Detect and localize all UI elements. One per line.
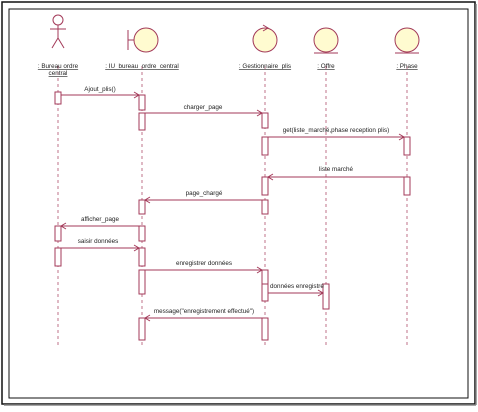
- activation-bar: [261, 283, 269, 302]
- message-label: charger_page: [184, 104, 223, 111]
- arrowhead-icon: [267, 173, 274, 181]
- participant-label: : Phase: [396, 63, 418, 70]
- activation-bar: [261, 199, 269, 215]
- control-participant: [252, 24, 278, 53]
- message-label: enregistrer données: [176, 260, 232, 267]
- arrowhead-icon: [133, 244, 140, 252]
- activation-bar: [138, 199, 146, 215]
- arrowhead-icon: [317, 289, 324, 297]
- participant-label: : Bureau ordre: [38, 63, 79, 70]
- actor-leg: [51, 37, 59, 49]
- message: afficher_page: [60, 216, 139, 230]
- arrowhead-icon: [256, 266, 263, 274]
- message-label: liste marché: [319, 166, 353, 173]
- entity-participant: [313, 27, 339, 54]
- arrowhead-icon: [398, 133, 405, 141]
- participant-label: central: [49, 70, 68, 77]
- message: enregistrer données: [145, 260, 263, 274]
- page-border: [1, 1, 477, 406]
- control-arrow-icon: [262, 24, 269, 32]
- lifelines: [57, 66, 408, 348]
- activation-bar: [138, 225, 146, 242]
- message: données enregistré: [268, 283, 324, 297]
- activation-bar: [261, 112, 269, 129]
- arrowhead-icon: [144, 314, 151, 322]
- activation-bar: [138, 94, 146, 111]
- activation-bar: [403, 176, 411, 196]
- participant-label: : IU_bureau_ordre_central: [105, 63, 179, 70]
- actor-participant: [50, 14, 66, 49]
- message-label: données enregistré: [270, 283, 324, 290]
- activation-bar: [54, 91, 62, 105]
- actor-head: [52, 14, 64, 26]
- message: message("enregistrement effectué"): [144, 308, 262, 322]
- entity-participant: [394, 27, 420, 54]
- message: Ajout_plis(): [61, 86, 140, 99]
- activation-bar: [403, 136, 411, 156]
- activation-bar: [138, 317, 146, 341]
- arrowhead-icon: [60, 222, 67, 230]
- activation-bar: [261, 176, 269, 196]
- message-label: Ajout_plis(): [84, 86, 116, 93]
- message: liste marché: [267, 166, 404, 181]
- participant-label: : Offre: [317, 63, 335, 70]
- message: charger_page: [145, 104, 263, 117]
- arrowhead-icon: [133, 91, 140, 99]
- activation-bar: [54, 225, 62, 242]
- activation-bars: [54, 91, 411, 341]
- message: get(liste_marché,phase reception plis): [268, 127, 405, 141]
- activation-bar: [138, 269, 146, 295]
- control-icon: [252, 27, 278, 53]
- message-label: get(liste_marché,phase reception plis): [283, 127, 389, 134]
- boundary-icon: [133, 27, 159, 53]
- message-label: afficher_page: [81, 216, 120, 223]
- message-label: message("enregistrement effectué"): [154, 308, 254, 315]
- activation-bar: [322, 283, 330, 310]
- messages: Ajout_plis() charger_page get(liste_marché…: [60, 86, 405, 322]
- message-label: page_chargé: [186, 190, 223, 197]
- activation-bar: [54, 247, 62, 267]
- participant-label: : Gestionnaire_plis: [239, 63, 291, 70]
- entity-icon: [394, 27, 420, 53]
- message: page_chargé: [144, 190, 262, 204]
- arrowhead-icon: [144, 196, 151, 204]
- activation-bar: [261, 317, 269, 341]
- message: saisir données: [61, 238, 140, 252]
- message-label: saisir données: [78, 238, 119, 245]
- activation-bar: [138, 247, 146, 267]
- activation-bar: [138, 112, 146, 131]
- actor-leg: [57, 37, 65, 49]
- activation-bar: [261, 136, 269, 156]
- boundary-participant: [127, 27, 159, 53]
- arrowhead-icon: [256, 109, 263, 117]
- entity-icon: [313, 27, 339, 53]
